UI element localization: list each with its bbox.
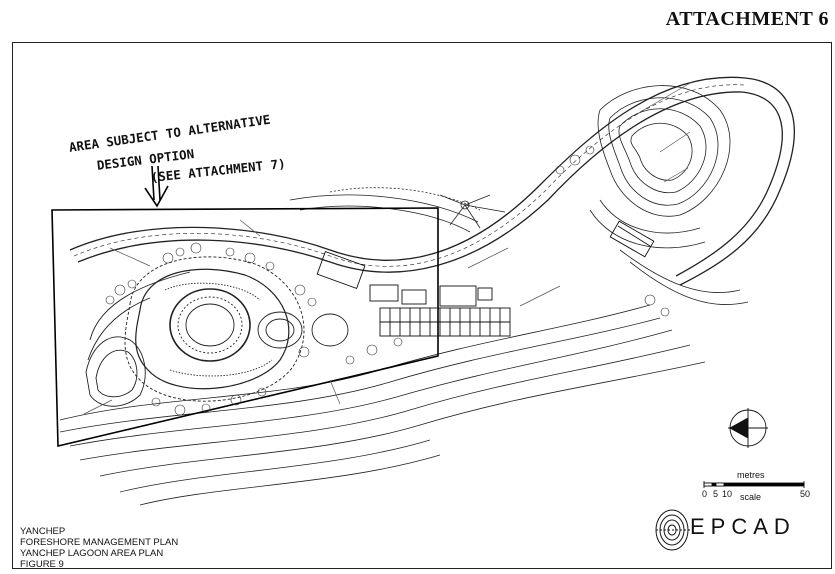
annotation-leaders xyxy=(83,81,693,415)
lagoon-outer-ring xyxy=(135,268,290,390)
title-block: YANCHEP FORESHORE MANAGEMENT PLAN YANCHE… xyxy=(20,526,178,570)
fingerprint-logo-icon xyxy=(655,509,690,551)
scale-caption: scale xyxy=(740,492,762,502)
title-line-2: FORESHORE MANAGEMENT PLAN xyxy=(20,537,179,548)
building-block xyxy=(316,250,366,290)
scale-unit-label: metres xyxy=(737,470,765,480)
scale-tick-5: 5 xyxy=(713,489,719,499)
lagoon-pond xyxy=(169,288,251,362)
title-line-3: YANCHEP LAGOON AREA PLAN xyxy=(20,548,164,559)
lookout-star-icon xyxy=(439,194,506,229)
scale-tick-10: 10 xyxy=(722,489,733,499)
drawing-frame xyxy=(12,42,832,569)
title-line-1: YANCHEP xyxy=(20,526,66,537)
annotation-arrow-icon xyxy=(144,165,169,208)
alternative-design-area-outline xyxy=(51,207,439,448)
main-road-inner xyxy=(77,91,783,277)
scale-bar-graphic xyxy=(703,481,805,488)
epcad-logo-text: EPCAD xyxy=(690,514,796,539)
north-arrow-icon xyxy=(728,408,768,448)
main-road-outer xyxy=(69,76,795,286)
road-centreline xyxy=(73,84,745,267)
attachment-label: ATTACHMENT 6 xyxy=(665,8,829,30)
left-headland xyxy=(85,336,146,407)
title-line-4: FIGURE 9 xyxy=(20,559,64,570)
scale-tick-50: 50 xyxy=(800,489,811,499)
scale-tick-0: 0 xyxy=(702,489,708,499)
